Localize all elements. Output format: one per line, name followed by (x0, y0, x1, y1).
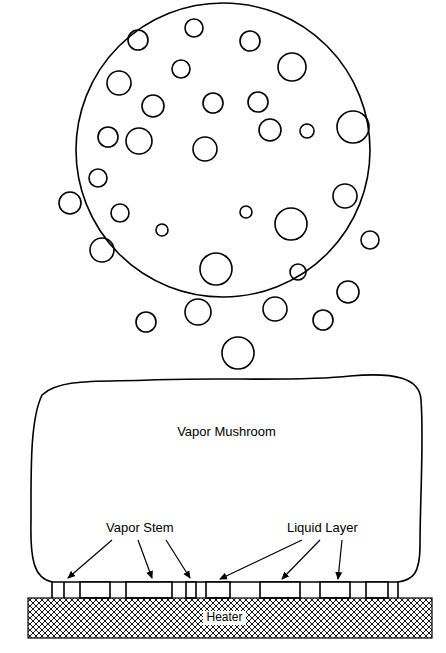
part-label: Vapor Stem (106, 521, 174, 535)
top-view (59, 3, 379, 369)
leader-arrows (68, 540, 342, 579)
node-text: Heater (203, 611, 245, 624)
vapor-mushroom-outline (31, 375, 422, 598)
heater-band: Heater (199, 609, 250, 627)
node-text: Vapor Mushroom (177, 425, 276, 439)
heater-block (28, 598, 432, 638)
liquid-layer (80, 582, 388, 598)
part-label: Liquid Layer (287, 521, 358, 535)
mushroom-label-region: Vapor Mushroom (173, 423, 280, 442)
mushroom-base (52, 582, 398, 598)
